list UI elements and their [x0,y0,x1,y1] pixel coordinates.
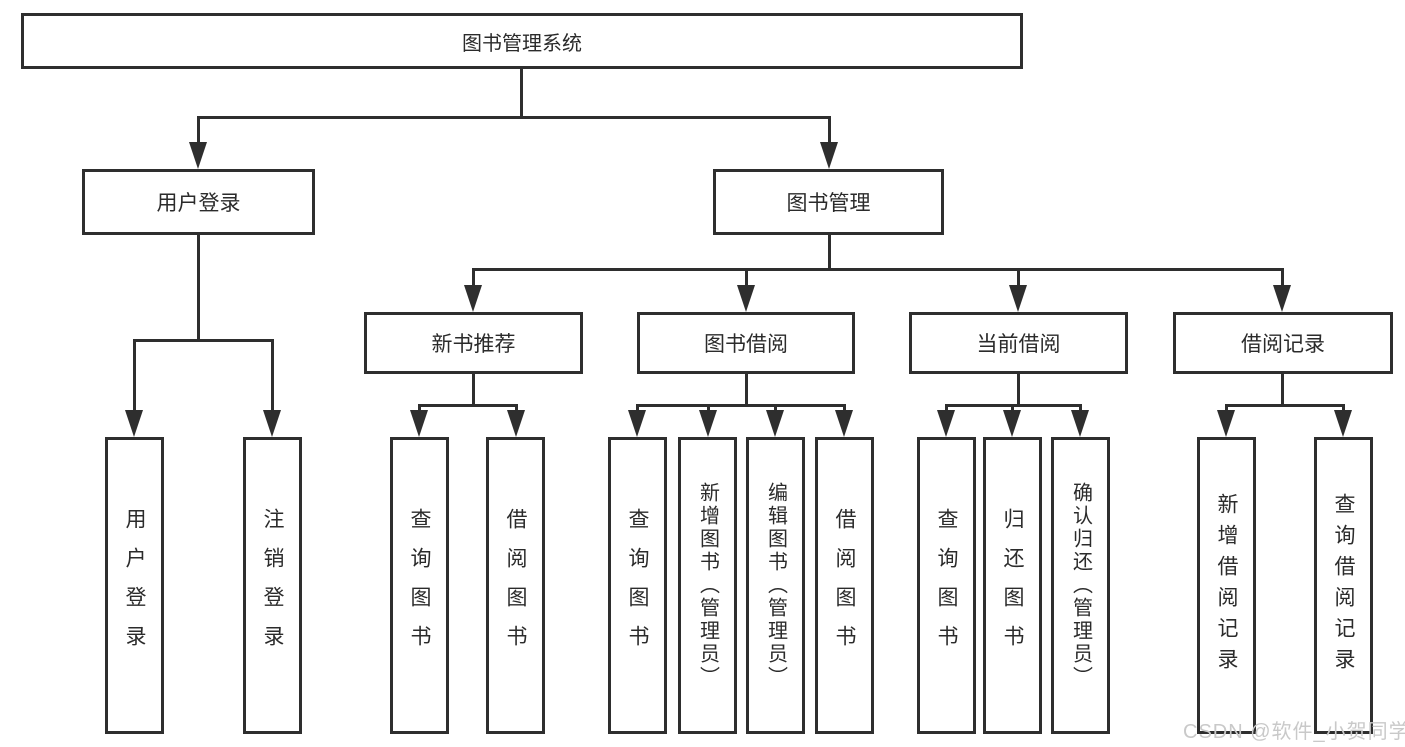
node-borrow-query-books: 查询图书 [608,437,667,734]
watermark: CSDN @软件_小贺同学 [1183,721,1405,743]
connector-line [197,116,831,119]
arrow-down-icon [628,410,646,437]
node-login-logout: 注销登录 [243,437,302,734]
connector-line [1079,404,1082,413]
arrow-down-icon [410,410,428,437]
node-label: 用户登录 [123,507,146,664]
arrow-down-icon [1273,285,1291,312]
connector-line [828,116,831,144]
connector-line [472,268,1284,271]
node-root-library-system: 图书管理系统 [21,13,1023,69]
connector-line [418,404,421,413]
arrow-down-icon [1009,285,1027,312]
node-label: 借阅图书 [504,507,527,664]
node-label: 注销登录 [261,507,284,664]
arrow-down-icon [820,142,838,169]
node-borrow-edit-books-admin: 编辑图书（管理员） [746,437,805,734]
connector-line [1225,404,1228,413]
node-book-management: 图书管理 [713,169,944,235]
connector-line [520,69,523,119]
node-label: 查询图书 [626,507,649,664]
node-new-book-recommend: 新书推荐 [364,312,583,374]
node-current-confirm-return-admin: 确认归还（管理员） [1051,437,1110,734]
arrow-down-icon [1217,410,1235,437]
node-current-query-books: 查询图书 [917,437,976,734]
connector-line [828,235,831,271]
node-label: 查询借阅记录 [1332,492,1355,679]
connector-line [1011,404,1014,413]
connector-line [1017,268,1020,288]
node-label: 新书推荐 [431,333,516,356]
arrow-down-icon [737,285,755,312]
node-label: 图书管理 [786,192,871,215]
connector-line [636,404,846,407]
node-label: 图书管理系统 [462,32,582,55]
node-label: 借阅记录 [1241,333,1325,356]
node-current-borrow: 当前借阅 [909,312,1128,374]
node-borrow-records: 借阅记录 [1173,312,1393,374]
node-borrow-add-books-admin: 新增图书（管理员） [678,437,737,734]
connector-line [418,404,518,407]
connector-line [1342,404,1345,413]
arrow-down-icon [464,285,482,312]
node-label: 新增借阅记录 [1215,492,1238,679]
connector-line [1017,374,1020,407]
arrow-down-icon [507,410,525,437]
connector-line [197,116,200,144]
arrow-down-icon [937,410,955,437]
arrow-down-icon [1071,410,1089,437]
node-current-return-books: 归还图书 [983,437,1042,734]
node-label: 当前借阅 [976,333,1061,356]
node-recommend-query-books: 查询图书 [390,437,449,734]
connector-line [774,404,777,413]
connector-line [1225,404,1345,407]
connector-line [133,339,136,413]
node-label: 归还图书 [1001,507,1024,664]
connector-line [515,404,518,413]
connector-line [271,339,274,413]
node-label: 查询图书 [935,507,958,664]
connector-line [133,339,274,342]
node-label: 编辑图书（管理员） [764,482,787,689]
connector-line [472,268,475,288]
node-borrow-borrow-books: 借阅图书 [815,437,874,734]
connector-line [472,374,475,407]
node-records-add-borrow-record: 新增借阅记录 [1197,437,1256,734]
connector-line [945,404,948,413]
node-login-user-login: 用户登录 [105,437,164,734]
connector-line [843,404,846,413]
node-label: 用户登录 [156,192,241,215]
connector-line [1281,268,1284,288]
node-label: 查询图书 [408,507,431,664]
arrow-down-icon [125,410,143,437]
node-book-borrow: 图书借阅 [637,312,855,374]
arrow-down-icon [766,410,784,437]
arrow-down-icon [699,410,717,437]
node-records-query-borrow-record: 查询借阅记录 [1314,437,1373,734]
node-label: 借阅图书 [833,507,856,664]
connector-line [707,404,710,413]
connector-line [1281,374,1284,407]
connector-line [745,268,748,288]
arrow-down-icon [263,410,281,437]
node-recommend-borrow-books: 借阅图书 [486,437,545,734]
connector-line [745,374,748,407]
arrow-down-icon [1334,410,1352,437]
connector-line [197,235,200,342]
node-label: 新增图书（管理员） [696,482,719,689]
connector-line [636,404,639,413]
node-label: 图书借阅 [704,333,788,356]
node-user-login: 用户登录 [82,169,315,235]
arrow-down-icon [189,142,207,169]
arrow-down-icon [1003,410,1021,437]
arrow-down-icon [835,410,853,437]
node-label: 确认归还（管理员） [1069,482,1092,689]
